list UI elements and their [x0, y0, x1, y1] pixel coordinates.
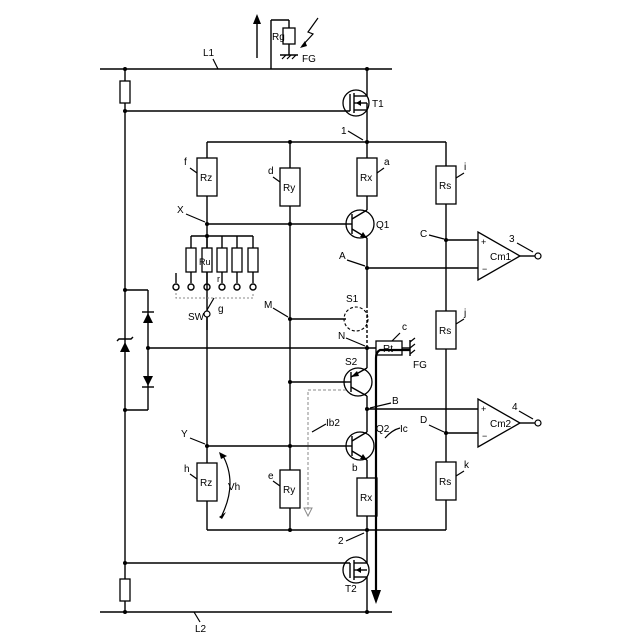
label-node-3: 3: [509, 234, 515, 245]
current-path-ib2: [308, 390, 346, 510]
ref-a: a: [384, 157, 390, 168]
diode-lower: [143, 376, 153, 386]
label-node-1: 1: [341, 126, 347, 137]
label-node-4: 4: [512, 402, 518, 413]
svg-text:+: +: [481, 237, 486, 247]
label-node-2: 2: [338, 536, 344, 547]
label-cm2: Cm2: [490, 419, 512, 430]
label-ry-top: Ry: [283, 183, 295, 194]
label-cm1: Cm1: [490, 252, 512, 263]
label-s1: S1: [346, 294, 359, 305]
svg-text:−: −: [482, 264, 487, 274]
down-arrow-icon: [371, 590, 381, 604]
label-rg: Rg: [272, 32, 285, 43]
label-rs-top: Rs: [439, 181, 451, 192]
label-rx-bottom: Rx: [360, 493, 372, 504]
label-sw: SW: [188, 312, 205, 323]
label-q2: Q2: [376, 424, 390, 435]
label-node-x: X: [177, 205, 184, 216]
resistor-top-left: [120, 81, 130, 103]
label-rs-mid: Rs: [439, 326, 451, 337]
label-ib2: Ib2: [326, 418, 340, 429]
label-ic: Ic: [400, 424, 408, 435]
diode-upper: [143, 313, 153, 323]
ref-e: e: [268, 471, 274, 482]
ref-g: g: [218, 304, 224, 315]
zener-diode-left: [120, 342, 130, 352]
label-node-y: Y: [181, 429, 188, 440]
ref-f: f: [184, 157, 187, 168]
label-l1: L1: [203, 48, 215, 59]
label-t1: T1: [372, 99, 384, 110]
ref-k: k: [464, 460, 470, 471]
current-path-ic: [376, 350, 410, 592]
resistor-bottom-left: [120, 579, 130, 601]
label-fg-top: FG: [302, 54, 316, 65]
label-vh: Vh: [228, 482, 240, 493]
label-node-d: D: [420, 415, 427, 426]
resistor-rg: [283, 28, 295, 44]
label-fg-right: FG: [413, 360, 427, 371]
label-node-n: N: [338, 331, 345, 342]
ref-r: r: [217, 274, 220, 284]
up-arrow-icon: [253, 14, 261, 24]
ref-b: b: [352, 463, 358, 474]
lightning-icon: [302, 18, 318, 46]
ref-d: d: [268, 166, 274, 177]
label-rx-top: Rx: [360, 173, 372, 184]
label-rz-bottom: Rz: [200, 478, 212, 489]
label-node-a: A: [339, 251, 346, 262]
label-t2: T2: [345, 584, 357, 595]
output-terminal-4: [535, 420, 541, 426]
label-node-b: B: [392, 396, 399, 407]
ref-h: h: [184, 464, 190, 475]
ref-j: j: [463, 308, 466, 319]
switch-group-bracket: [176, 293, 253, 298]
svg-text:+: +: [481, 404, 486, 414]
label-q1: Q1: [376, 220, 390, 231]
label-rs-bottom: Rs: [439, 477, 451, 488]
svg-text:−: −: [482, 431, 487, 441]
ref-c: c: [402, 322, 407, 333]
label-rz-top: Rz: [200, 173, 212, 184]
label-node-c: C: [420, 229, 427, 240]
resistor-array-ru: [186, 236, 258, 283]
label-l2: L2: [195, 624, 207, 635]
ref-i: i: [464, 162, 466, 173]
switch-sw-contact: [204, 311, 210, 317]
switch-s1: [344, 307, 368, 331]
label-s2: S2: [345, 357, 358, 368]
output-terminal-3: [535, 253, 541, 259]
label-ru: Ru: [199, 257, 211, 267]
label-node-m: M: [264, 300, 272, 311]
label-ry-bottom: Ry: [283, 485, 295, 496]
